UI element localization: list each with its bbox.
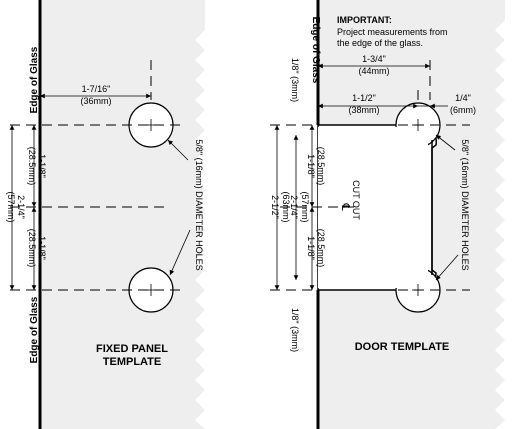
door-cutout-label: CUT OUT [351, 180, 361, 220]
fixed-panel-title-line1: FIXED PANEL [96, 343, 168, 355]
important-heading: IMPORTANT: [337, 15, 392, 25]
door-small-mm: (6mm) [450, 105, 476, 115]
door-template: 1-3/4" (44mm) 1-1/2" (38mm) 1/4" (6mm) I… [270, 0, 505, 429]
door-hole-span-mm: (57mm) [300, 192, 310, 223]
fixed-half-top-mm: (28.5mm) [27, 147, 37, 186]
door-edge-label: Edge of Glass [310, 17, 321, 84]
door-half-bottom-in: 1-1/8" [306, 236, 316, 260]
important-line1: Project measurements from [337, 27, 448, 37]
fixed-offset-in: 1-7/16" [82, 84, 111, 94]
fixed-half-bottom-mm: (28.5mm) [27, 229, 37, 268]
fixed-panel-title-line2: TEMPLATE [103, 356, 161, 368]
fixed-edge-label-bottom: Edge of Glass [29, 296, 40, 363]
door-cut-mm: (38mm) [349, 105, 380, 115]
door-cut-span-mm: (63mm) [281, 192, 291, 223]
door-hole-label: 5/8" (16mm) DIAMETER HOLES [460, 139, 470, 270]
fixed-half-bottom-in: 1-1/8" [37, 236, 47, 260]
door-half-bottom-mm: (28.5mm) [316, 229, 326, 268]
fixed-total-in: 2-1/4" [16, 195, 26, 219]
door-half-top-mm: (28.5mm) [316, 147, 326, 186]
fixed-offset-mm: (36mm) [81, 96, 112, 106]
fixed-panel-template: 1-7/16" (36mm) 2-1/4" (57mm) 1-1/8" (28.… [6, 0, 205, 429]
important-line2: the edge of the glass. [337, 38, 423, 48]
fixed-hole-label: 5/8" (16mm) DIAMETER HOLES [194, 139, 204, 270]
fixed-total-mm: (57mm) [6, 192, 16, 223]
door-template-title: DOOR TEMPLATE [355, 341, 450, 353]
door-overall-in: 1-3/4" [362, 54, 386, 64]
door-gap-top: 1/8" (3mm) [290, 58, 300, 102]
door-gap-bottom: 1/8" (3mm) [290, 308, 300, 352]
door-half-top-in: 1-1/8" [306, 154, 316, 178]
door-cut-in: 1-1/2" [352, 93, 376, 103]
door-cut-span-in: 2-1/2" [270, 195, 280, 219]
door-overall-mm: (44mm) [359, 66, 390, 76]
door-centerline-symbol: ℄ [339, 202, 351, 210]
fixed-half-top-in: 1-1/8" [37, 154, 47, 178]
door-small-in: 1/4" [455, 93, 471, 103]
door-hole-span-in: 2-1/4" [289, 195, 299, 219]
fixed-edge-label-top: Edge of Glass [29, 46, 40, 113]
